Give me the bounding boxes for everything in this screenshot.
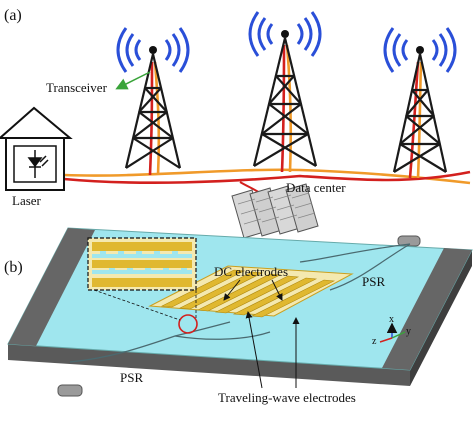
zoom-leader-left xyxy=(93,289,181,321)
fiber-red-main xyxy=(63,170,471,185)
laser-house xyxy=(0,106,73,191)
axis-y-label: y xyxy=(406,326,411,337)
axis-x-label: x xyxy=(389,314,394,325)
fiber-to-tower-3 xyxy=(408,61,420,179)
fiber-pigtail-right xyxy=(397,235,421,247)
signal-waves-icon xyxy=(116,27,190,73)
electrode-zoom-inset xyxy=(87,237,197,291)
fiber-to-tower-3b xyxy=(416,61,423,179)
fiber-to-tower-1b xyxy=(153,61,161,176)
tw-arrow-1 xyxy=(245,311,263,389)
fiber-to-tower-2b xyxy=(285,44,293,173)
laser-label: Laser xyxy=(12,193,42,208)
dc-electrodes-label: DC electrodes xyxy=(214,264,288,279)
axis-z-label: z xyxy=(372,336,377,347)
tower-2 xyxy=(248,11,322,167)
tower-1 xyxy=(116,27,190,169)
transceiver-arrow xyxy=(115,71,151,90)
tower-3 xyxy=(383,27,457,173)
psr-left-label: PSR xyxy=(120,370,143,385)
dc-arrow-1 xyxy=(223,279,241,301)
fiber-network xyxy=(63,44,471,201)
fiber-orange-main xyxy=(63,168,471,185)
data-center-label: Data center xyxy=(286,180,346,195)
fiber-to-tower-1 xyxy=(148,61,154,176)
fiber-to-tower-2 xyxy=(280,44,286,173)
psr-right-label: PSR xyxy=(362,274,385,289)
electrode-region xyxy=(148,265,354,318)
panel-a: (a) Laser xyxy=(0,7,471,239)
dc-arrow-2 xyxy=(271,279,283,301)
panel-b-label: (b) xyxy=(4,259,23,276)
zoom-highlight-circle xyxy=(178,314,198,334)
laser-diode-icon xyxy=(27,150,49,178)
panel-b: (b) xyxy=(4,227,473,405)
panel-a-label: (a) xyxy=(4,7,22,24)
coordinate-axes: x y z xyxy=(372,314,411,347)
fiber-pigtail-left xyxy=(57,384,83,397)
waveguides xyxy=(69,243,411,363)
transceiver-label: Transceiver xyxy=(46,80,108,95)
signal-waves-icon xyxy=(383,27,457,73)
traveling-wave-electrodes-label: Traveling-wave electrodes xyxy=(218,390,356,405)
data-center-servers xyxy=(231,183,319,239)
signal-waves-icon xyxy=(248,11,322,57)
